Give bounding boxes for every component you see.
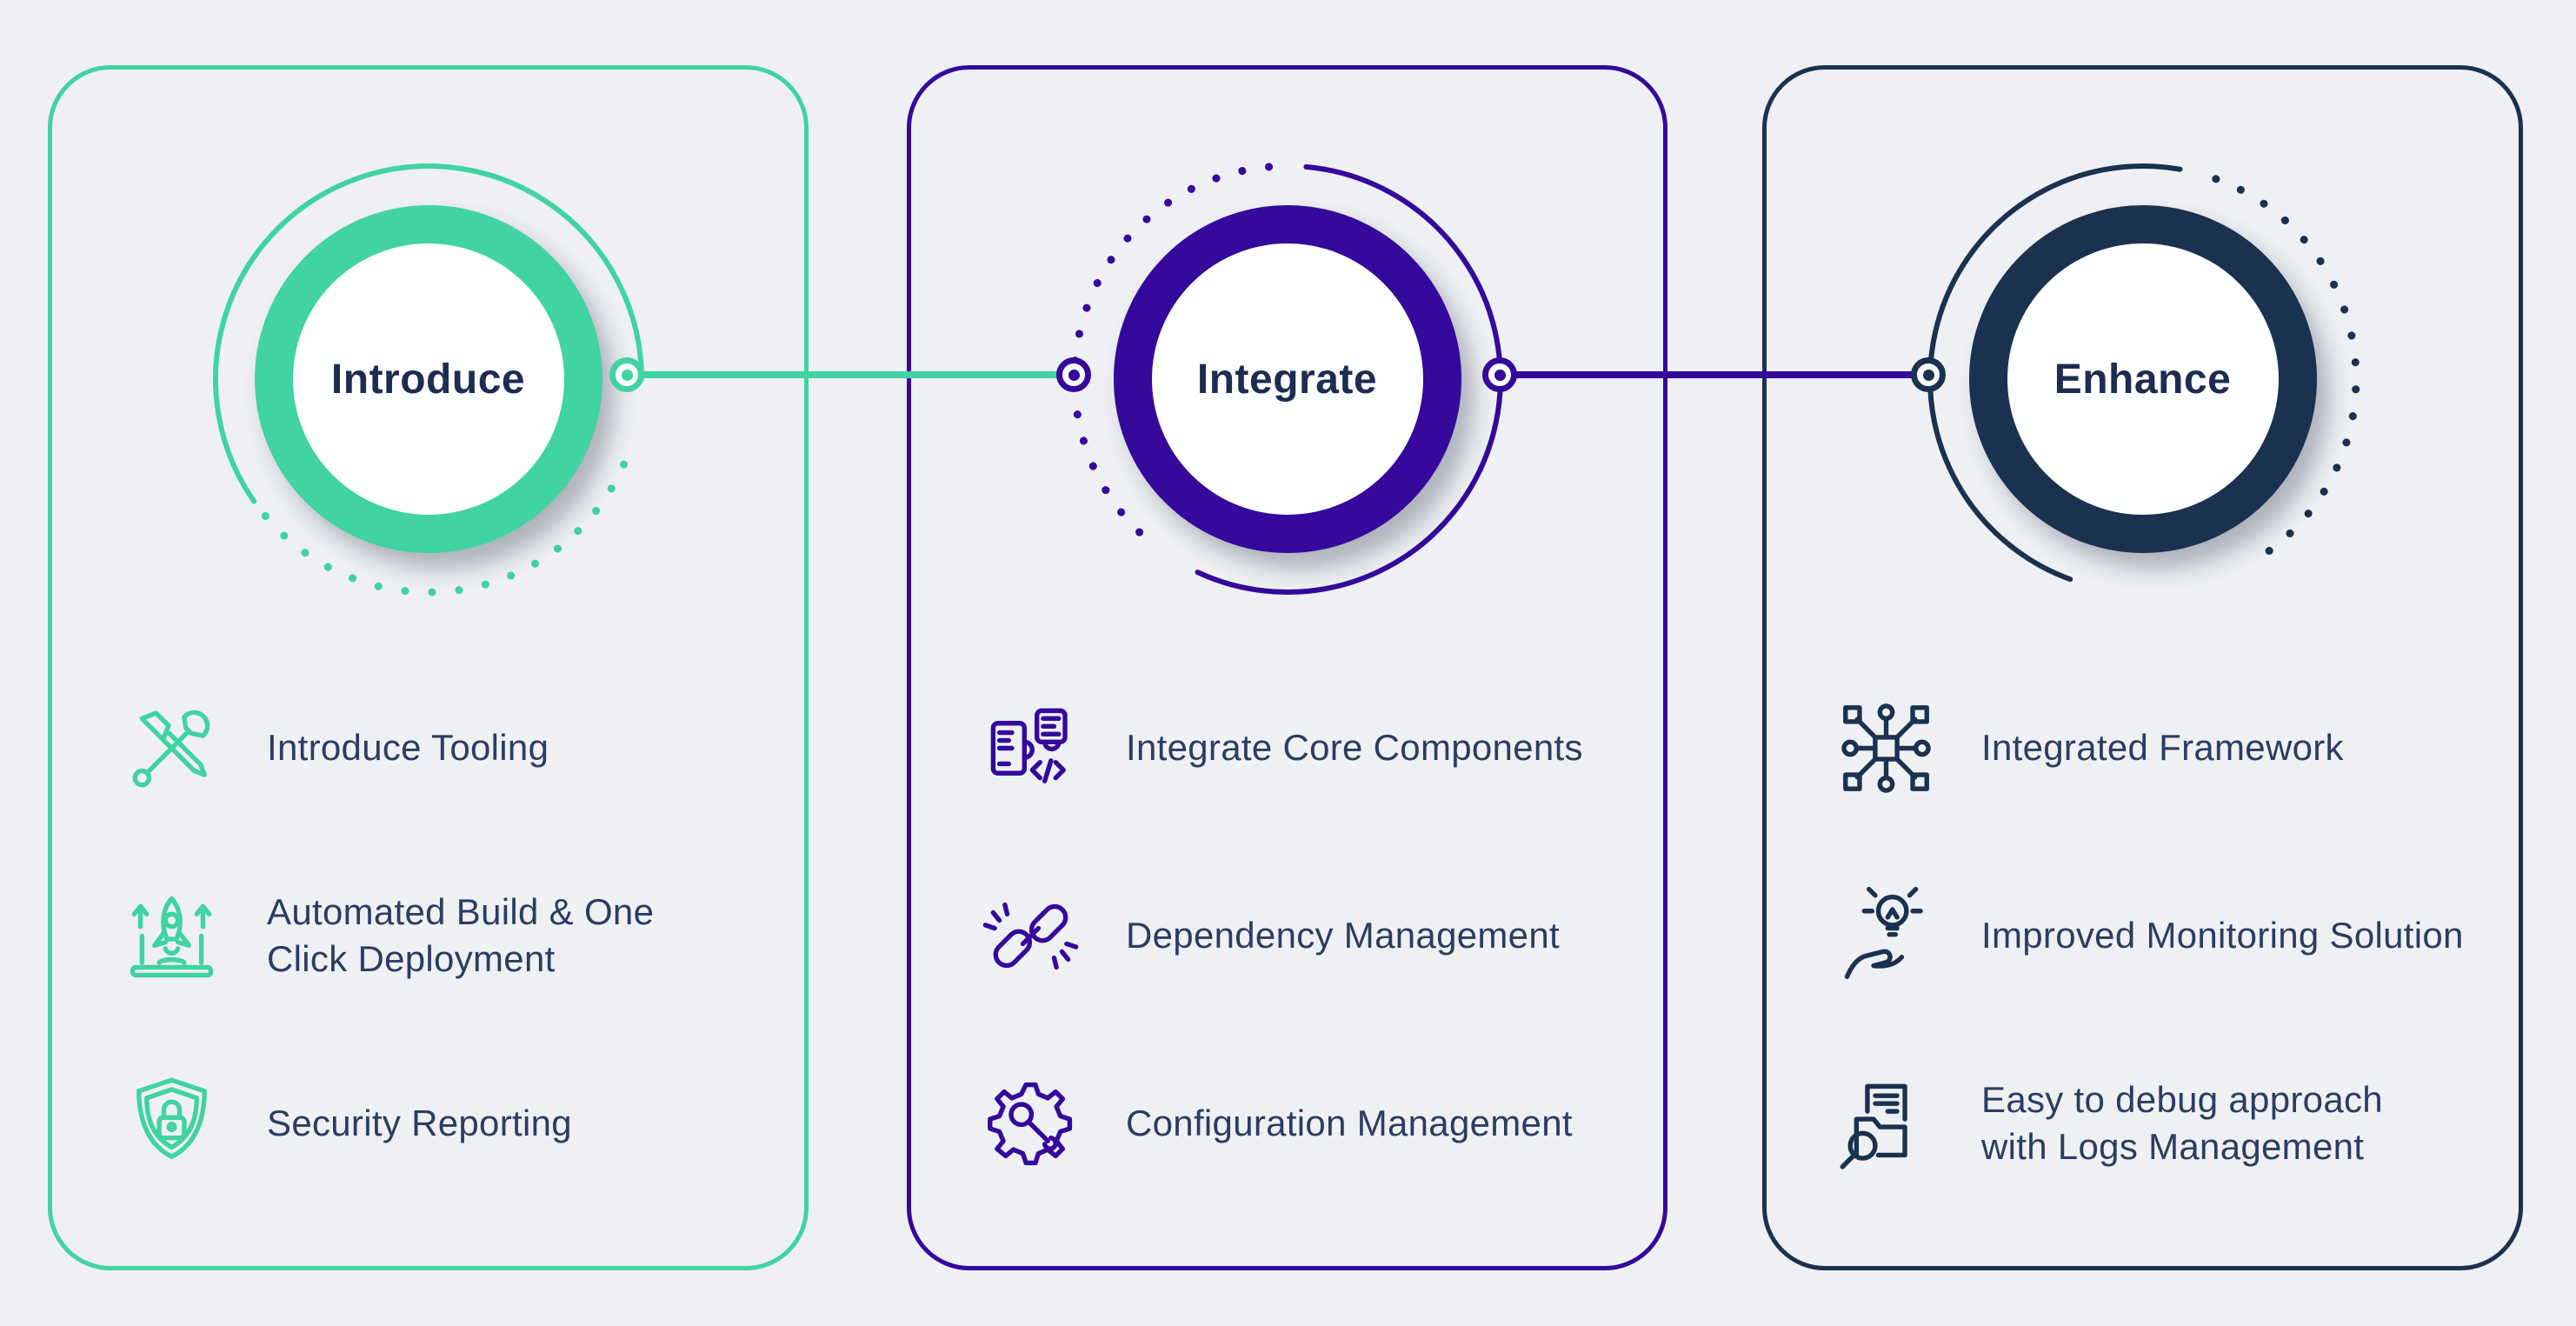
list-item: Easy to debug approach with Logs Managem… — [1836, 1059, 2484, 1188]
list-item: Integrate Core Components — [981, 683, 1628, 812]
list-item: Dependency Management — [981, 871, 1628, 1000]
panel-integrate: Integrate Integrate Core Components — [907, 65, 1667, 1270]
list-item: Automated Build & One Click Deployment — [122, 871, 769, 1000]
chain-link-icon — [981, 886, 1081, 986]
enhance-node-dot — [1911, 357, 1946, 392]
item-label: Automated Build & One Click Deployment — [267, 891, 655, 979]
introduce-title: Introduce — [330, 356, 526, 403]
list-item: Improved Monitoring Solution — [1836, 871, 2484, 1000]
network-framework-icon — [1836, 698, 1936, 798]
integrate-decorative-ring — [1069, 163, 1503, 595]
item-label: Integrated Framework — [1981, 727, 2344, 769]
node-center-dot — [1922, 369, 1934, 381]
logs-search-icon — [1836, 1074, 1936, 1174]
introduce-circle: Introduce — [185, 136, 672, 623]
enhance-decorative-ring — [1927, 163, 2360, 583]
list-item: Introduce Tooling — [122, 683, 769, 812]
item-label: Integrate Core Components — [1126, 727, 1583, 769]
enhance-title: Enhance — [2053, 356, 2232, 403]
integrate-right-node-dot — [1482, 357, 1517, 392]
list-item: Integrated Framework — [1836, 683, 2484, 812]
node-center-dot — [1068, 369, 1080, 381]
enhance-circle: Enhance — [1900, 136, 2386, 623]
item-label: Security Reporting — [267, 1103, 572, 1144]
security-shield-icon — [122, 1074, 222, 1174]
item-label: Configuration Management — [1126, 1103, 1573, 1144]
integrate-circle: Integrate — [1044, 136, 1531, 623]
puzzle-components-icon — [981, 698, 1081, 798]
introduce-node-dot — [609, 357, 644, 392]
node-center-dot — [1494, 369, 1506, 381]
item-label: Easy to debug approach with Logs Managem… — [1981, 1079, 2383, 1167]
introduce-decorative-ring — [212, 163, 644, 596]
item-label: Dependency Management — [1126, 915, 1560, 956]
integrate-items: Integrate Core Components Dependency Man… — [981, 683, 1628, 1188]
panel-introduce: Introduce Introduce Tooling — [48, 65, 809, 1270]
connector-introduce-integrate — [627, 371, 1074, 378]
list-item: Security Reporting — [122, 1059, 769, 1188]
item-label: Introduce Tooling — [267, 727, 549, 769]
integrate-left-node-dot — [1056, 357, 1091, 392]
connector-integrate-enhance — [1500, 371, 1928, 378]
rocket-launch-icon — [122, 886, 222, 986]
panel-enhance: Enhance Integrated Framework — [1762, 65, 2523, 1270]
item-label: Improved Monitoring Solution — [1981, 915, 2464, 956]
list-item: Configuration Management — [981, 1059, 1628, 1188]
integrate-title: Integrate — [1196, 356, 1378, 403]
node-center-dot — [621, 369, 633, 381]
gear-wrench-icon — [981, 1074, 1081, 1174]
enhance-items: Integrated Framework Improved Monitoring… — [1836, 683, 2484, 1188]
tools-icon — [122, 698, 222, 798]
introduce-items: Introduce Tooling Aut — [122, 683, 769, 1188]
idea-hand-icon — [1836, 886, 1936, 986]
